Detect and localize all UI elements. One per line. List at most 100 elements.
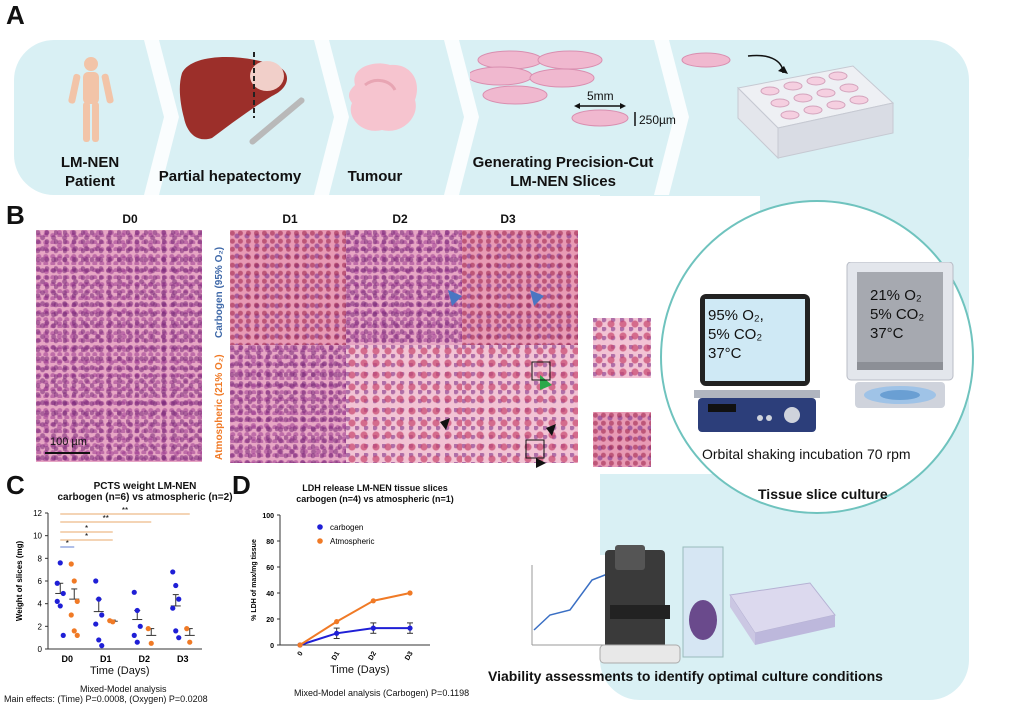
chart-c-point-1	[74, 598, 80, 604]
viability-illustration	[522, 545, 836, 664]
chart-d-title: LDH release LM-NEN tissue slices	[302, 483, 448, 493]
chart-c-point-1	[74, 632, 80, 638]
chart-c-x-tick-label: D1	[100, 654, 112, 664]
incubator-o2: 21% O₂	[870, 287, 922, 304]
workflow-chevrons	[144, 40, 689, 195]
chart-c-subtitle: carbogen (n=6) vs atmospheric (n=2)	[57, 492, 233, 503]
chart-c-point-1	[71, 628, 77, 634]
chart-c-point-0	[54, 580, 60, 586]
chart-d-ylabel: % LDH of max/mg tissue	[251, 539, 258, 621]
chart-d-point-0	[370, 625, 376, 631]
chart-d-x-tick-label: D2	[368, 650, 379, 661]
chart-d-footnote: Mixed-Model analysis (Carbogen) P=0.1198	[294, 688, 470, 698]
panel-label-a: A	[6, 0, 25, 30]
chart-d-y-tick-label: 100	[262, 513, 274, 520]
row-label-atmospheric: Atmospheric (21% O₂)	[214, 354, 225, 460]
chart-c-significance-label: *	[85, 524, 88, 533]
chart-c-y-tick-label: 6	[38, 577, 43, 586]
liver-icon	[179, 52, 305, 145]
shaking-label: Orbital shaking incubation 70 rpm	[702, 446, 911, 462]
chart-c-x-tick-label: D2	[138, 654, 150, 664]
patient-icon	[68, 57, 114, 142]
chart-d-xlabel: Time (Days)	[330, 664, 390, 676]
step-label-hepatectomy: Partial hepatectomy	[158, 168, 302, 185]
chart-c-point-1	[71, 578, 77, 584]
chart-d-series-line-0	[299, 627, 410, 646]
chart-c-point-1	[110, 619, 116, 625]
histology-arrows	[440, 290, 556, 468]
chart-c-point-0	[176, 635, 182, 641]
incubator-conditions: 21% O₂ 5% CO₂ 37°C	[870, 286, 924, 343]
chart-c-point-1	[68, 561, 74, 567]
slices-icon	[470, 50, 636, 127]
incubator-icon	[846, 262, 954, 408]
chart-c-point-1	[68, 612, 74, 618]
chart-d-point-0	[334, 630, 340, 636]
day-label-d1: D1	[282, 212, 298, 226]
chart-c-point-0	[170, 569, 176, 575]
chart-c-x-tick-label: D0	[61, 654, 73, 664]
chart-c-point-0	[93, 578, 99, 584]
incubator-temp: 37°C	[870, 325, 904, 342]
panel-label-c: C	[6, 470, 25, 500]
chart-d-y-tick-label: 40	[266, 591, 274, 598]
slice-width-label: 5mm	[587, 89, 614, 103]
chart-c-point-0	[134, 607, 140, 614]
chart-c-point-0	[57, 560, 63, 566]
chart-c-footnote-1: Mixed-Model analysis	[80, 684, 167, 694]
chart-d-legend-label-0: carbogen	[330, 523, 363, 532]
histology-image-carbogen-d1	[230, 230, 346, 345]
shaker-conditions: 95% O₂, 5% CO₂ 37°C	[708, 306, 764, 363]
chart-c-point-1	[187, 639, 193, 645]
chart-c-y-tick-label: 8	[38, 554, 43, 563]
step-label-slicing: Generating Precision-Cut LM-NEN Slices	[472, 154, 654, 190]
shaker-co2: 5% CO₂	[708, 326, 763, 343]
chart-d-y-tick-label: 80	[266, 539, 274, 546]
chart-c-point-1	[184, 626, 190, 632]
day-label-d2: D2	[392, 212, 408, 226]
histology-image-carbogen-d2	[346, 230, 462, 345]
histology-image-atmospheric-d3	[462, 345, 578, 463]
step-label-patient: LM-NEN Patient	[60, 154, 120, 190]
histology-image-atmospheric-d2	[346, 345, 462, 463]
shaker-o2: 95% O₂,	[708, 307, 764, 324]
well-plate-icon	[681, 52, 895, 160]
inset-zoom-bottom	[593, 412, 651, 467]
chart-d-x-tick-label: 0	[297, 650, 305, 657]
chart-c-point-0	[170, 605, 176, 611]
day-label-d3: D3	[500, 212, 516, 226]
chart-d-point-0	[407, 625, 413, 631]
day-label-d0: D0	[122, 212, 138, 226]
chart-c-xlabel: Time (Days)	[90, 665, 150, 677]
chart-c-point-0	[60, 632, 66, 638]
chart-c-significance-label: **	[122, 506, 128, 515]
histology-image-atmospheric-d1	[230, 345, 346, 463]
chart-d-series-line-1	[299, 592, 411, 646]
chart-c-ylabel: Weight of slices (mg)	[15, 541, 24, 622]
chart-c-y-tick-label: 12	[33, 509, 42, 518]
chart-c-significance-label: *	[66, 539, 69, 548]
histology-image-carbogen-d3	[462, 230, 578, 345]
chart-d-y-tick-label: 0	[270, 643, 274, 650]
chart-c-point-0	[137, 623, 143, 629]
chart-d-legend-marker-0	[317, 524, 323, 530]
shaker-temp: 37°C	[708, 345, 742, 362]
inset-zoom-top	[593, 318, 651, 378]
chart-d-legend-marker-1	[317, 538, 323, 544]
chart-c-point-0	[57, 603, 63, 609]
chart-c-point-0	[173, 628, 179, 634]
chart-c-point-0	[60, 590, 66, 597]
chart-c-y-tick-label: 10	[33, 532, 42, 541]
tumour-icon	[348, 63, 418, 131]
chart-c-point-0	[173, 582, 179, 589]
viability-title: Viability assessments to identify optima…	[488, 668, 883, 684]
chart-c-y-tick-label: 0	[38, 645, 43, 654]
chart-d-x-tick-label: D3	[404, 650, 415, 661]
chart-c-point-0	[131, 632, 137, 638]
scalebar	[45, 452, 90, 454]
chart-c-point-1	[145, 626, 151, 632]
chart-c-point-0	[96, 637, 102, 643]
chart-c-significance-label: **	[103, 514, 109, 523]
